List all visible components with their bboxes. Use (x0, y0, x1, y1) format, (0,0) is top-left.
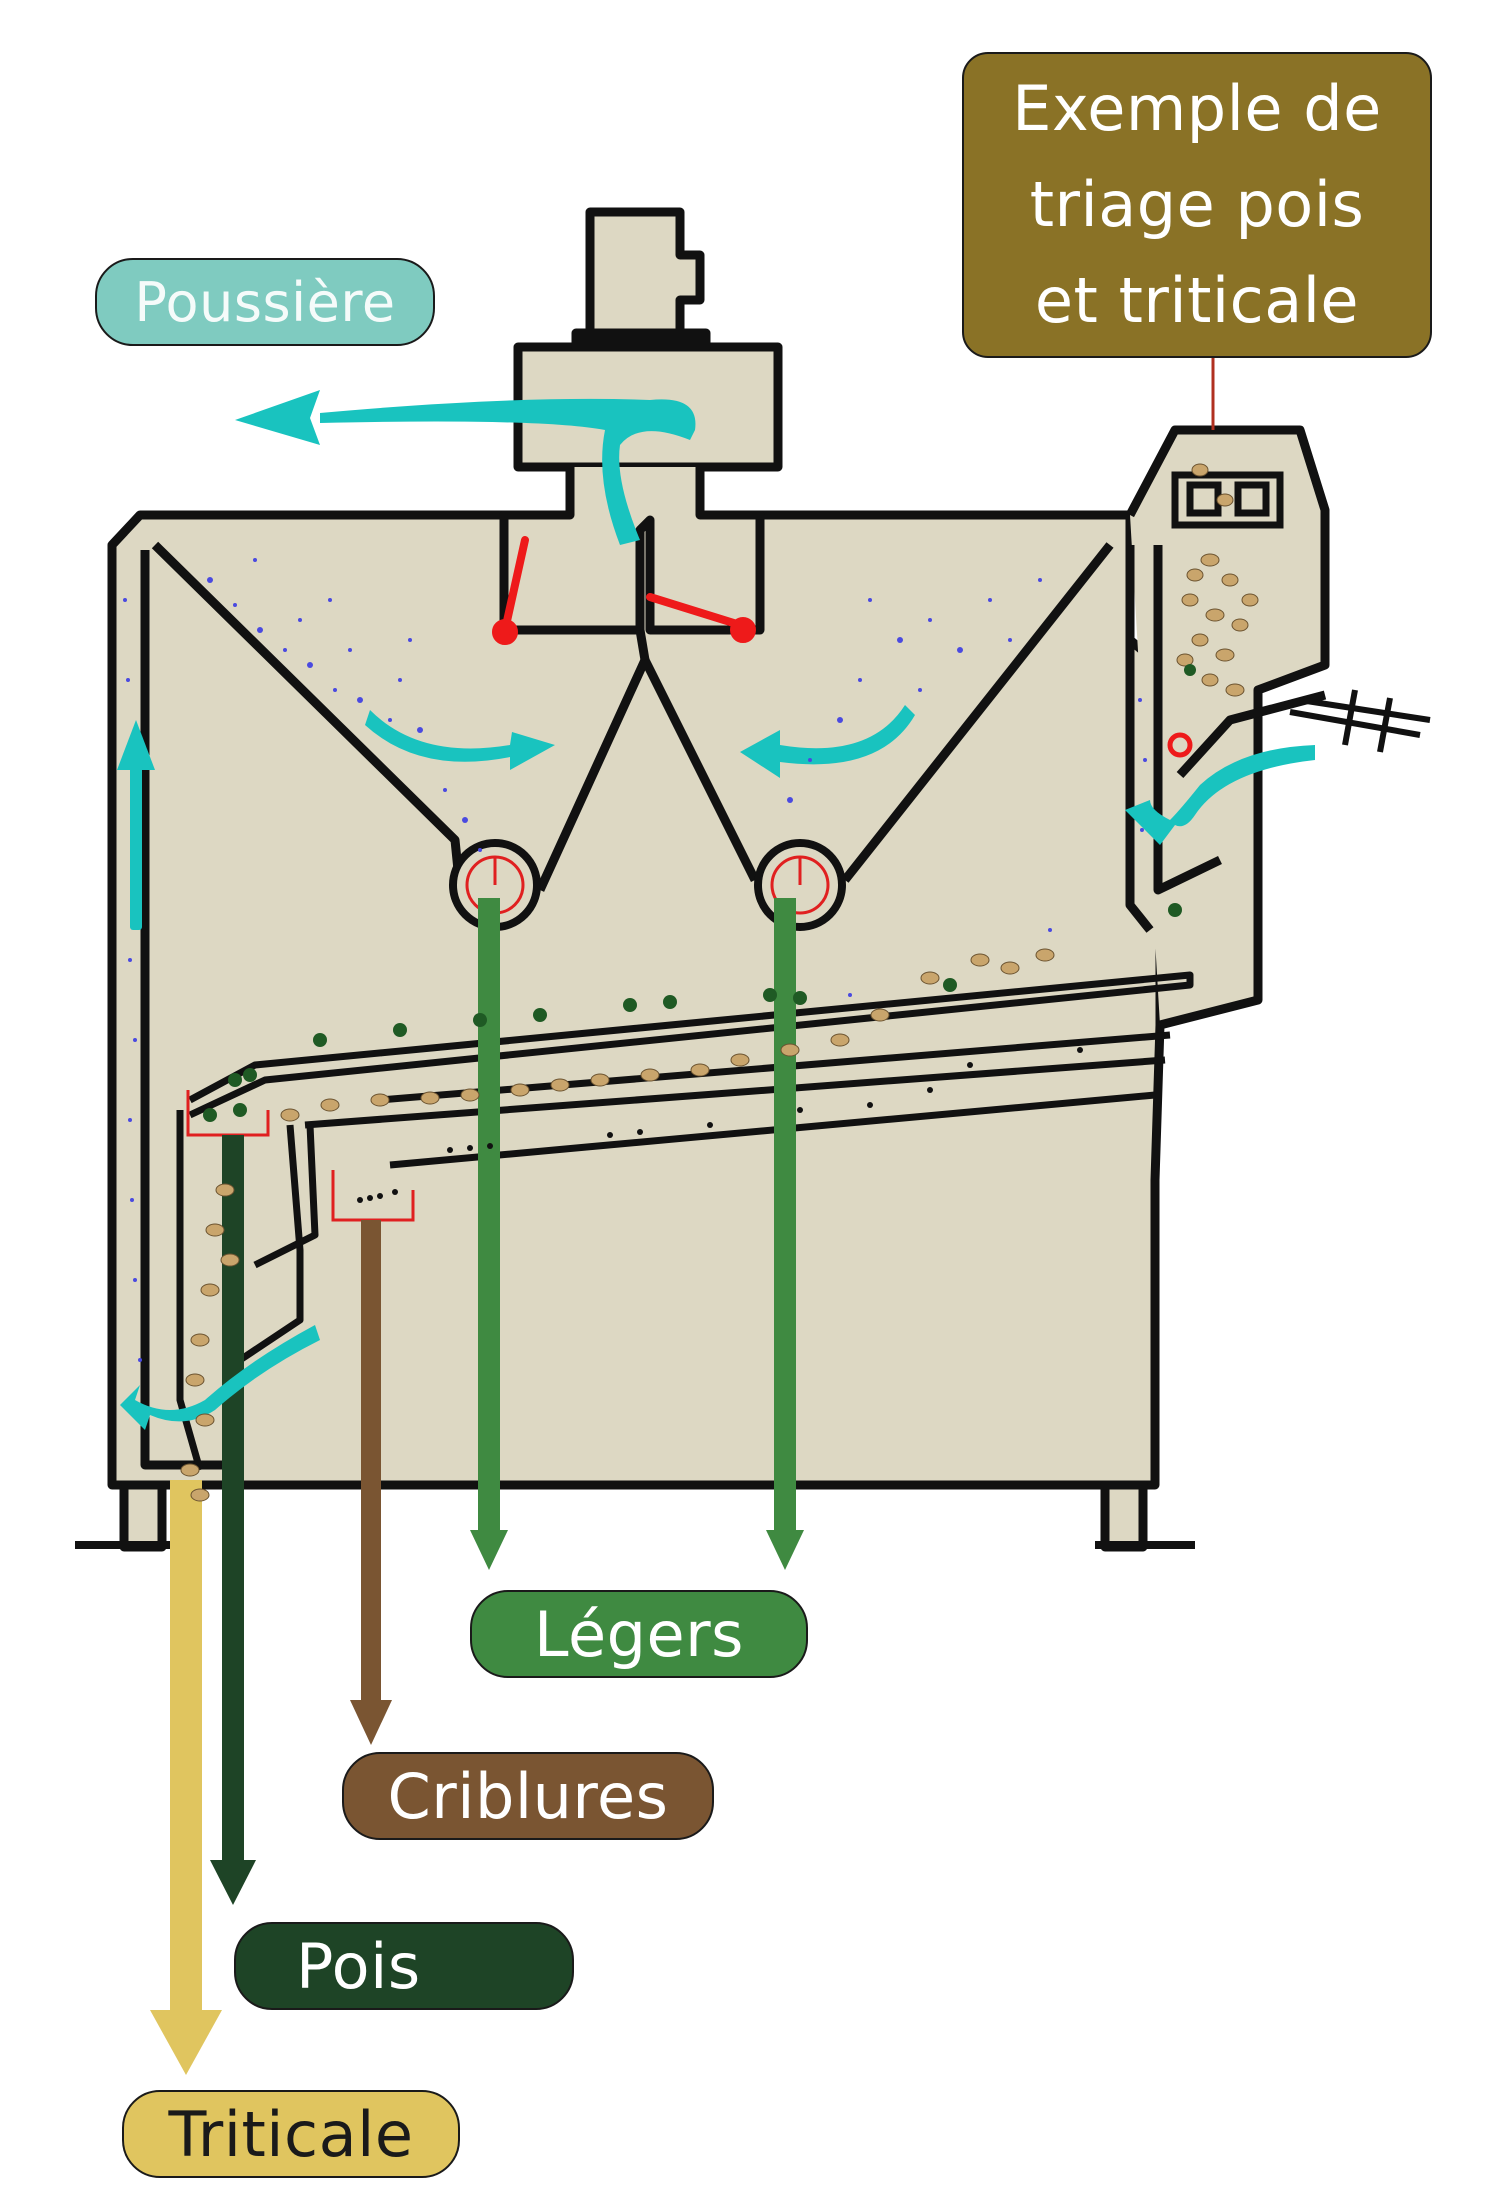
triticale-label: Triticale (122, 2090, 460, 2178)
air-up-arrowhead (117, 720, 155, 770)
triticale-arrow (150, 1480, 222, 2075)
feed-chute (1289, 689, 1431, 753)
air-flow-arrows (117, 390, 1315, 1430)
exemple-line-1: Exemple de (1012, 72, 1382, 145)
pois-arrow (210, 1135, 256, 1905)
pea-particles (203, 664, 1196, 1122)
dust-exit-arrowhead (235, 390, 320, 445)
exemple-info-box: Exemple de triage pois et triticale (962, 52, 1432, 358)
criblures-label: Criblures (342, 1752, 714, 1840)
aspiration-hoppers (140, 541, 1327, 1470)
legers-label: Légers (470, 1590, 808, 1678)
airlock-right-icon (754, 839, 846, 931)
pois-label: Pois (234, 1922, 574, 2010)
grain-particles (180, 463, 1259, 1502)
criblures-arrow (350, 1220, 392, 1745)
exemple-line-2: triage pois (1029, 168, 1365, 241)
valve-flaps-icon (492, 536, 1193, 758)
seed-particles (357, 1047, 1083, 1203)
poussiere-label: Poussière (95, 258, 435, 346)
exemple-line-3: et triticale (1034, 264, 1360, 337)
dust-particles (123, 558, 1147, 1362)
legers-right-arrow (766, 898, 804, 1570)
legers-left-arrow (470, 898, 508, 1570)
